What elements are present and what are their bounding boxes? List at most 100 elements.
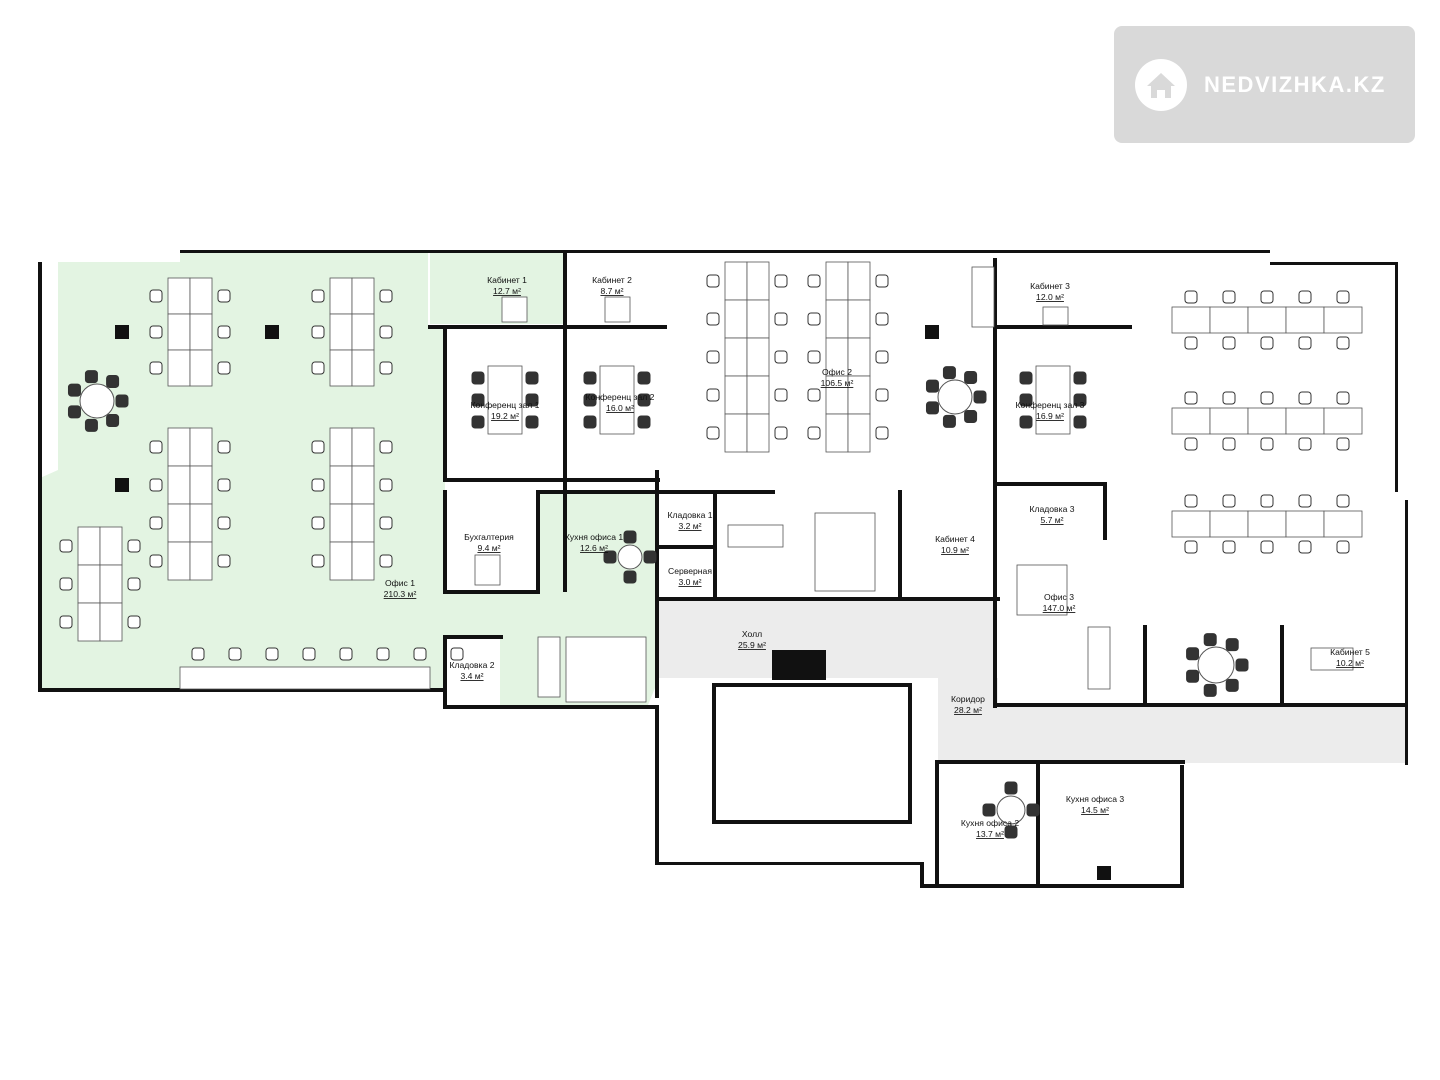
desk <box>1285 407 1325 435</box>
pillar <box>265 325 279 339</box>
desk <box>1247 510 1287 538</box>
room-label-conf3: Конференц зал 316.9 м² <box>1016 400 1085 421</box>
room-label-stor1: Кладовка 13.2 м² <box>667 510 712 531</box>
room-name: Коридор <box>951 694 985 704</box>
desk <box>847 299 871 339</box>
chair <box>59 539 73 553</box>
room-area: 106.5 м² <box>821 378 854 388</box>
chair <box>1184 494 1198 508</box>
room-name: Кладовка 2 <box>449 660 494 670</box>
room-area: 3.2 м² <box>678 521 701 531</box>
room-name: Кабинет 2 <box>592 275 632 285</box>
room-name: Холл <box>742 629 762 639</box>
chair <box>59 577 73 591</box>
chair <box>1336 336 1350 350</box>
chair <box>149 289 163 303</box>
room-label-cab4: Кабинет 410.9 м² <box>935 534 975 555</box>
desk <box>351 503 375 543</box>
desk <box>1042 306 1069 326</box>
desk <box>1209 306 1249 334</box>
room-label-cab1: Кабинет 112.7 м² <box>487 275 527 296</box>
chair <box>637 415 651 429</box>
desk <box>724 299 748 339</box>
chair <box>942 414 956 428</box>
pillar <box>1097 866 1111 880</box>
room-label-cab2: Кабинет 28.7 м² <box>592 275 632 296</box>
chair <box>807 350 821 364</box>
desk <box>1209 407 1249 435</box>
chair <box>379 478 393 492</box>
chair <box>1073 371 1087 385</box>
room-name: Офис 3 <box>1044 592 1074 602</box>
room-label-kitchen2: Кухня офиса 213.7 м² <box>961 818 1020 839</box>
desk <box>167 313 191 351</box>
room-name: Серверная <box>668 566 712 576</box>
room-name: Бухгалтерия <box>464 532 514 542</box>
desk <box>847 261 871 301</box>
chair <box>311 325 325 339</box>
room-name: Офис 2 <box>822 367 852 377</box>
house-icon <box>1135 58 1187 111</box>
room-area: 10.2 м² <box>1336 658 1364 668</box>
desk <box>825 261 849 301</box>
desk <box>724 337 748 377</box>
desk <box>971 266 995 328</box>
chair <box>311 554 325 568</box>
chair <box>875 274 889 288</box>
chair <box>149 440 163 454</box>
desk <box>1171 407 1211 435</box>
chair <box>1298 437 1312 451</box>
chair <box>217 361 231 375</box>
chair <box>1019 415 1033 429</box>
chair <box>191 647 205 661</box>
pillar <box>115 478 129 492</box>
desk <box>724 261 748 301</box>
round-table <box>79 383 115 419</box>
chair <box>1222 494 1236 508</box>
chair <box>311 440 325 454</box>
desk <box>599 365 635 435</box>
chair <box>1336 391 1350 405</box>
room-area: 28.2 м² <box>954 705 982 715</box>
chair <box>1298 336 1312 350</box>
room-area: 13.7 м² <box>976 829 1004 839</box>
chair <box>637 393 651 407</box>
chair <box>379 554 393 568</box>
room-name: Конференц зал 3 <box>1016 400 1085 410</box>
chair <box>1222 336 1236 350</box>
chair <box>1019 393 1033 407</box>
desk <box>189 427 213 467</box>
desk <box>746 337 770 377</box>
chair <box>1222 391 1236 405</box>
chair <box>583 415 597 429</box>
chair <box>376 647 390 661</box>
chair <box>525 393 539 407</box>
chair <box>149 516 163 530</box>
chair <box>67 383 81 397</box>
chair <box>1222 437 1236 451</box>
room-area: 5.7 м² <box>1040 515 1063 525</box>
desk <box>329 427 353 467</box>
chair <box>706 274 720 288</box>
desk <box>1285 510 1325 538</box>
room-area: 10.9 м² <box>941 545 969 555</box>
chair <box>379 440 393 454</box>
room-area: 147.0 м² <box>1043 603 1076 613</box>
chair <box>149 478 163 492</box>
chair <box>311 361 325 375</box>
chair <box>623 570 637 584</box>
desk <box>1285 306 1325 334</box>
desk <box>1323 306 1363 334</box>
chair <box>217 478 231 492</box>
room-area: 210.3 м² <box>384 589 417 599</box>
room-name: Кабинет 5 <box>1330 647 1370 657</box>
room-label-stor3: Кладовка 35.7 м² <box>1029 504 1074 525</box>
chair <box>706 388 720 402</box>
chair <box>67 405 81 419</box>
room-name: Кабинет 1 <box>487 275 527 285</box>
chair <box>1225 678 1239 692</box>
desk <box>189 313 213 351</box>
